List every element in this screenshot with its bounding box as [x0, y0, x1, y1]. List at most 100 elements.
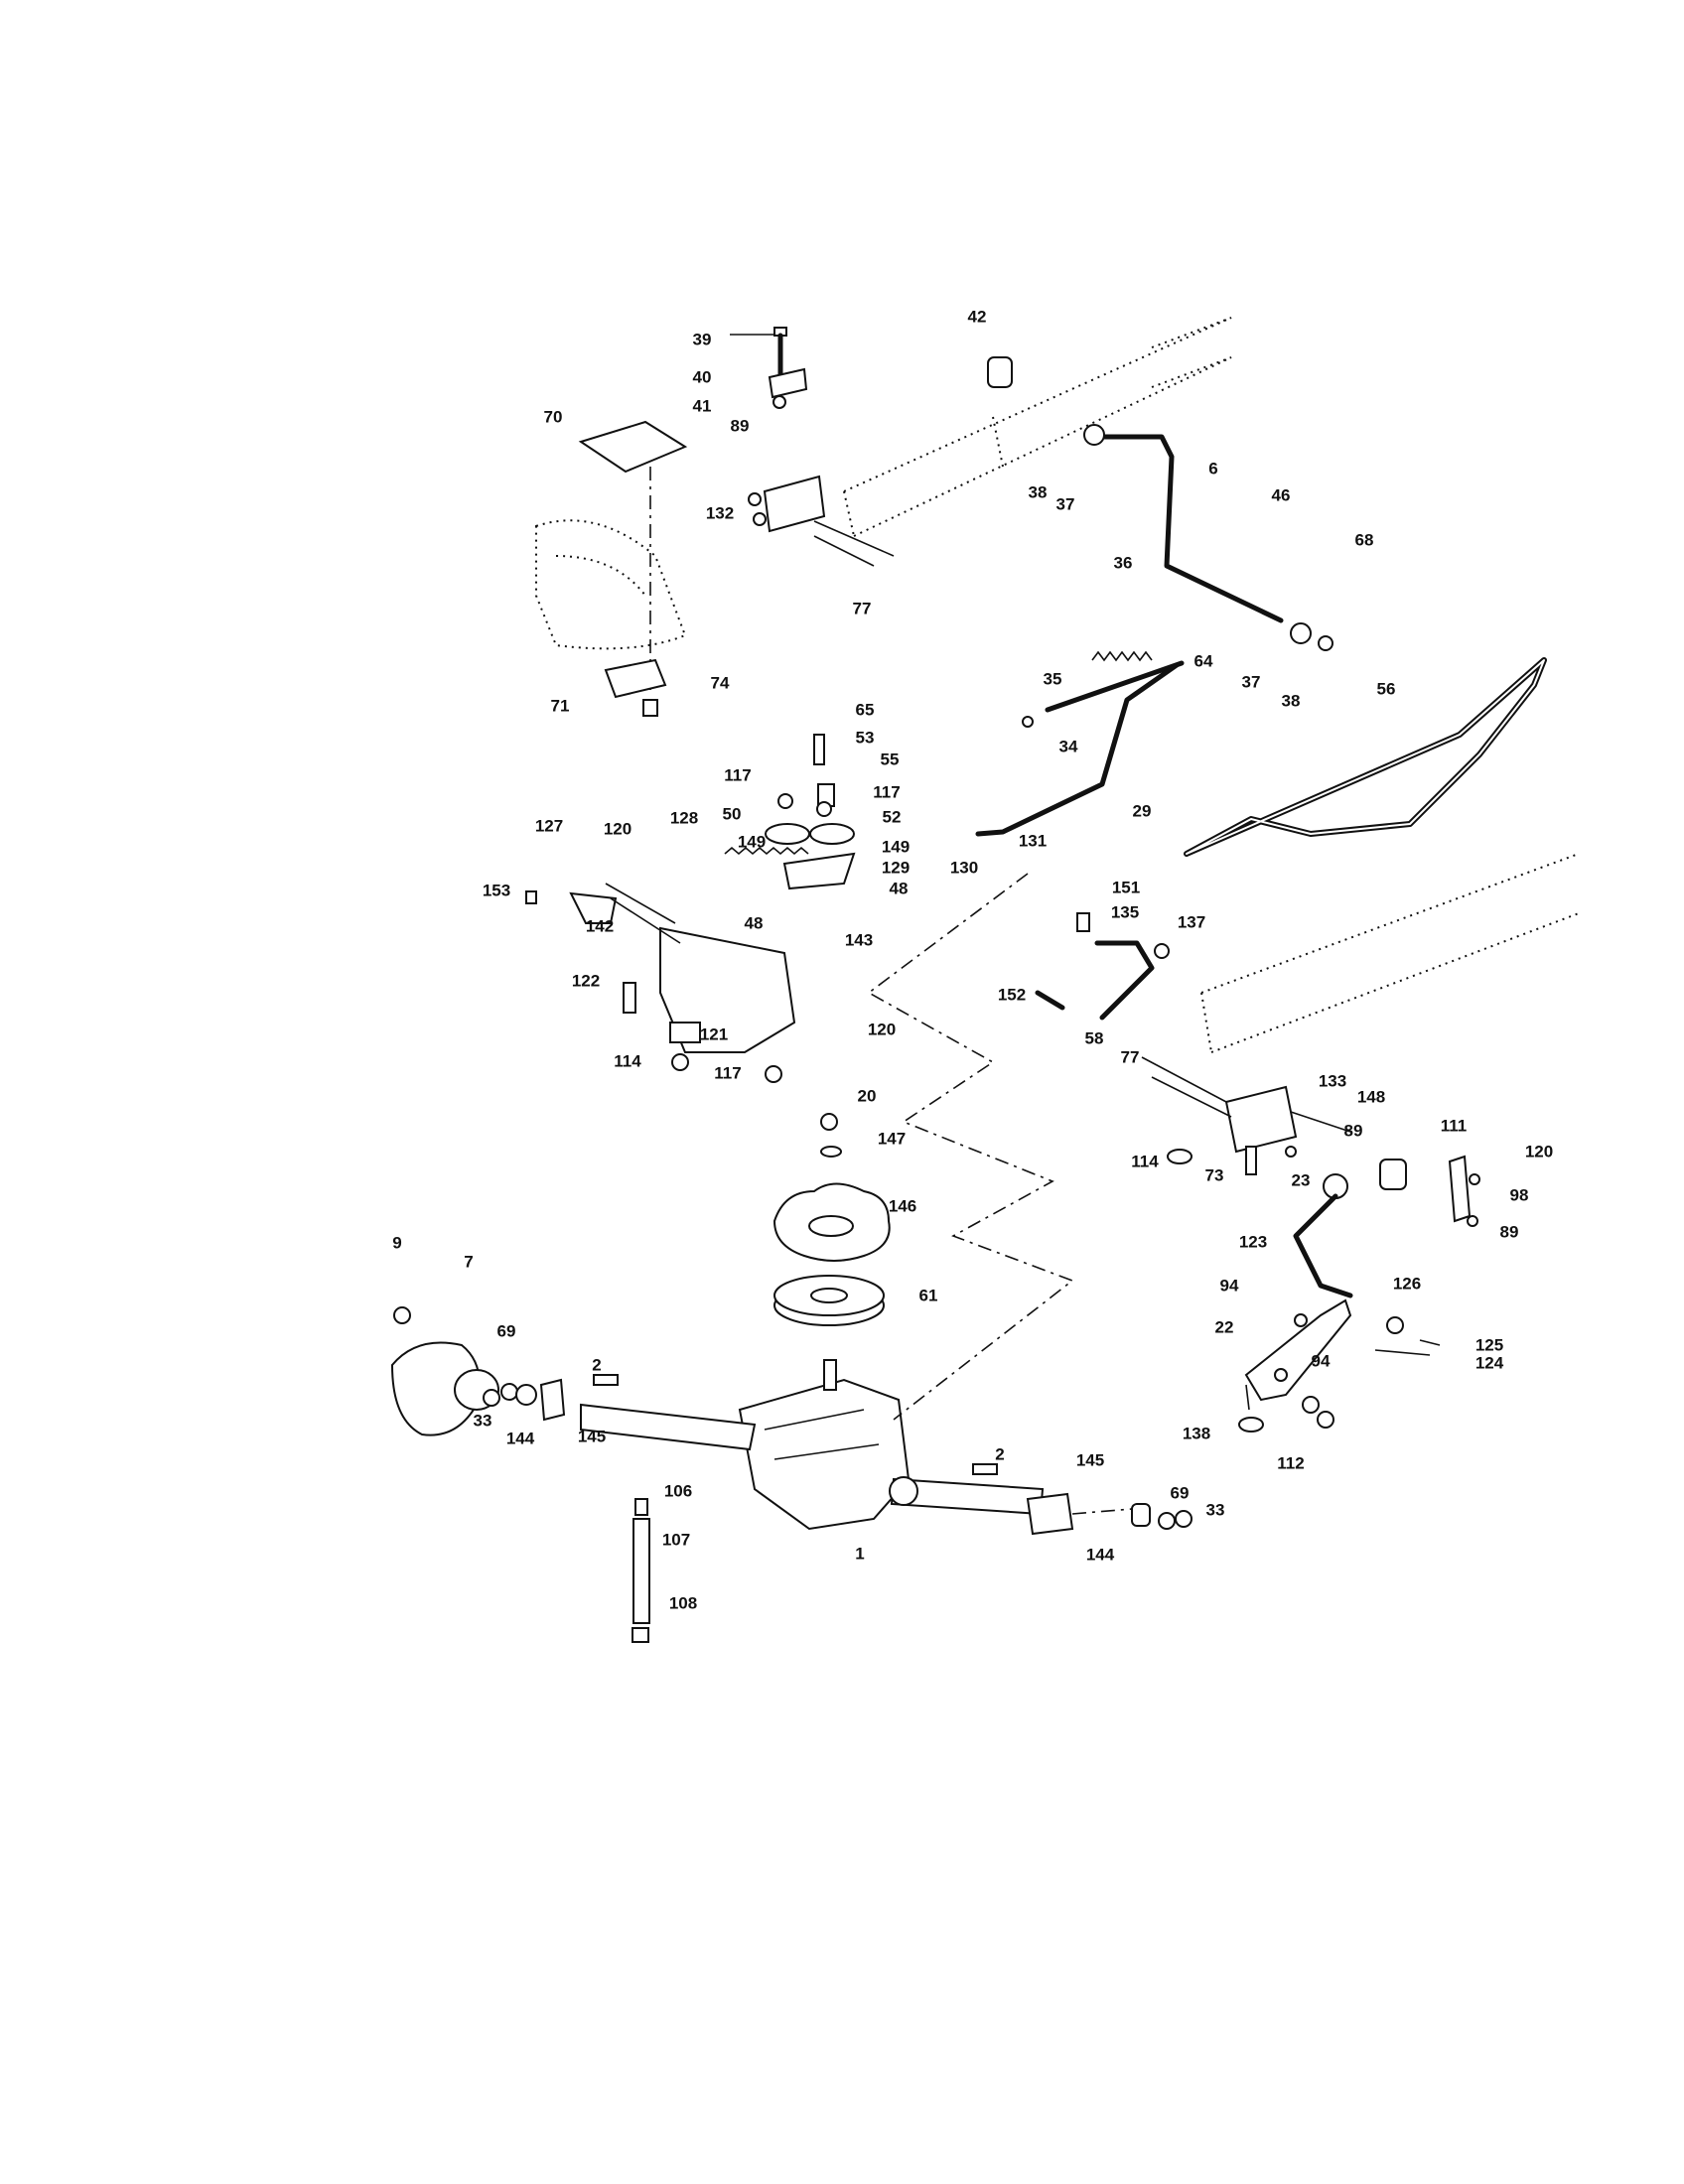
callout-144a: 144	[506, 1429, 535, 1447]
callout-148: 148	[1357, 1087, 1385, 1106]
callout-128: 128	[670, 808, 698, 827]
callout-117a: 117	[724, 765, 751, 784]
callout-40: 40	[693, 367, 712, 386]
callout-111: 111	[1441, 1116, 1468, 1135]
bracket-142	[525, 883, 796, 1053]
callout-29: 29	[1133, 801, 1152, 820]
callout-107: 107	[662, 1530, 690, 1549]
callout-149a: 149	[738, 832, 766, 851]
callout-133: 133	[1319, 1071, 1346, 1090]
callout-137: 137	[1178, 912, 1205, 931]
rod-29	[975, 662, 1180, 837]
clip-40	[768, 367, 808, 399]
callout-77b: 77	[1121, 1047, 1140, 1066]
callout-2b: 2	[995, 1444, 1004, 1463]
callout-144b: 144	[1086, 1545, 1115, 1564]
callout-112: 112	[1277, 1453, 1304, 1472]
callout-56: 56	[1377, 679, 1396, 698]
callout-48b: 48	[745, 913, 764, 932]
callout-135: 135	[1111, 902, 1139, 921]
callout-61: 61	[919, 1286, 938, 1304]
callout-37a: 37	[1056, 494, 1075, 513]
callout-64: 64	[1194, 651, 1213, 670]
callout-108: 108	[669, 1593, 697, 1612]
callout-1: 1	[855, 1544, 864, 1563]
callout-124: 124	[1475, 1353, 1504, 1372]
callout-6: 6	[1208, 459, 1217, 478]
callout-152: 152	[998, 985, 1026, 1004]
callout-153: 153	[483, 881, 510, 899]
axle-spacers-right	[972, 1463, 1193, 1536]
pulley-61	[773, 1275, 885, 1326]
shift-link	[1035, 912, 1170, 1021]
callout-126: 126	[1393, 1274, 1421, 1293]
callout-34: 34	[1059, 737, 1078, 755]
lower-frame-rail	[1200, 853, 1580, 1053]
fan-146	[772, 1113, 891, 1262]
callout-7: 7	[464, 1252, 473, 1271]
callout-33b: 33	[1206, 1500, 1225, 1519]
fender-outline	[535, 519, 687, 650]
idler-assembly	[724, 734, 856, 890]
rod-107	[632, 1498, 650, 1643]
bracket-133	[1141, 1056, 1351, 1175]
lever-22	[1238, 1298, 1441, 1433]
callout-38b: 38	[1282, 691, 1301, 710]
spring-36	[1091, 650, 1153, 662]
callout-69a: 69	[497, 1321, 516, 1340]
callout-9: 9	[392, 1233, 401, 1252]
callout-55: 55	[881, 750, 900, 768]
callout-123: 123	[1239, 1232, 1267, 1251]
callout-52: 52	[883, 807, 902, 826]
callout-22: 22	[1215, 1317, 1234, 1336]
callout-36: 36	[1114, 553, 1133, 572]
callout-41: 41	[693, 396, 712, 415]
callout-145a: 145	[578, 1427, 606, 1445]
callout-131: 131	[1019, 831, 1047, 850]
callout-121: 121	[700, 1024, 728, 1043]
rod-35	[1022, 660, 1185, 728]
callout-65: 65	[856, 700, 875, 719]
callout-147: 147	[878, 1129, 906, 1148]
callout-74: 74	[711, 673, 730, 692]
cross-shaft	[1083, 424, 1333, 651]
callout-69b: 69	[1171, 1483, 1190, 1502]
callout-71: 71	[551, 696, 570, 715]
callout-142: 142	[586, 916, 614, 935]
callout-23: 23	[1292, 1170, 1311, 1189]
callout-89c: 89	[1500, 1222, 1519, 1241]
callout-120a: 120	[604, 819, 632, 838]
callout-151: 151	[1112, 878, 1140, 896]
callout-68: 68	[1355, 530, 1374, 549]
axle-spacers-left	[483, 1374, 619, 1422]
bushing-42	[987, 356, 1013, 388]
pedal-pad-70	[578, 420, 688, 690]
callout-98: 98	[1510, 1185, 1529, 1204]
callout-39: 39	[693, 330, 712, 348]
belt-routing-lines	[867, 873, 1074, 1421]
callout-120c: 120	[1525, 1142, 1553, 1160]
transaxle-1	[580, 1359, 1045, 1531]
knob-23-bushing-111	[1293, 1159, 1407, 1298]
callout-130: 130	[950, 858, 978, 877]
callout-117b: 117	[873, 782, 900, 801]
callout-53: 53	[856, 728, 875, 747]
callout-127: 127	[535, 816, 563, 835]
callout-114a: 114	[614, 1051, 641, 1070]
callout-106: 106	[664, 1481, 692, 1500]
callout-114b: 114	[1131, 1152, 1159, 1170]
drive-belt-56	[1184, 657, 1547, 857]
hub-7	[390, 1306, 499, 1436]
callout-125: 125	[1475, 1335, 1503, 1354]
callout-132: 132	[706, 503, 734, 522]
callout-143: 143	[845, 930, 873, 949]
callout-77a: 77	[853, 599, 872, 617]
callout-46: 46	[1272, 485, 1291, 504]
callout-129: 129	[882, 858, 910, 877]
callout-94a: 94	[1220, 1276, 1239, 1295]
callout-37b: 37	[1242, 672, 1261, 691]
bracket-132	[748, 475, 895, 567]
upper-frame-rail	[843, 317, 1232, 537]
